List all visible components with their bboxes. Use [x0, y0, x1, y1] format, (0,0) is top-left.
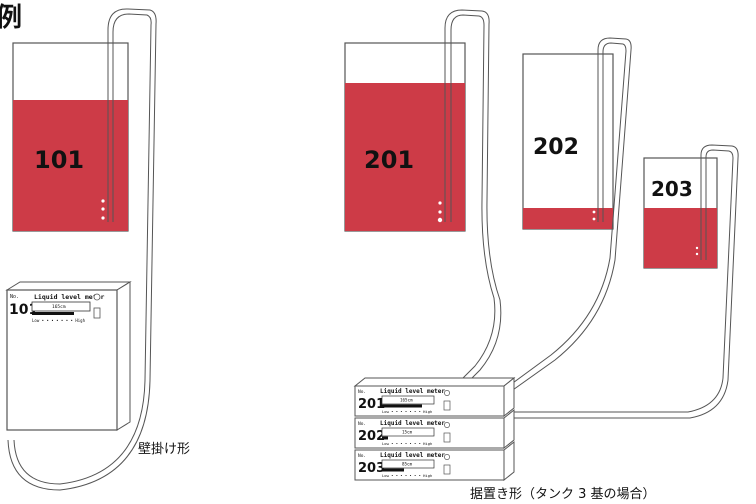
- meter-202-id: 202: [358, 429, 385, 444]
- meter-202-scale: Low • • • • • • • High: [382, 441, 432, 446]
- tank-101-label: 101: [34, 146, 84, 174]
- tank-201: 201: [344, 42, 466, 232]
- tank-202: 202: [522, 53, 614, 230]
- tank-201-label: 201: [364, 146, 414, 174]
- tank-203: 203: [643, 157, 718, 269]
- meter-201-reading: 165cm: [400, 398, 413, 403]
- meter-101-scale: Low • • • • • • • High: [32, 318, 86, 323]
- meter-201-scale: Low • • • • • • • High: [382, 409, 432, 414]
- wall-meter-101: No. Liquid level meter 101 165cm Low • •…: [5, 281, 132, 431]
- meter-203-title: Liquid level meter: [380, 452, 445, 459]
- meter-201-title: Liquid level meter: [380, 388, 445, 395]
- sensor-tube-203: [512, 144, 739, 419]
- meter-201-id: 201: [358, 397, 385, 412]
- meter-101-reading: 165cm: [52, 304, 66, 310]
- meter-203-id: 203: [358, 461, 385, 476]
- meter-101-title: Liquid level meter: [34, 293, 105, 301]
- meter-101-id: 101: [9, 302, 38, 318]
- sensor-tube-101: [7, 8, 157, 491]
- meter-203-reading: 85cm: [402, 462, 413, 467]
- sensor-tube-202: [505, 37, 632, 393]
- meter-202-reading: 15cm: [402, 430, 413, 435]
- tank-202-label: 202: [533, 135, 579, 160]
- meter-203-no: No.: [358, 453, 366, 459]
- meter-203-scale: Low • • • • • • • High: [382, 473, 432, 478]
- caption-wall: 壁掛け形: [138, 442, 190, 457]
- tank-101-liquid: [13, 100, 128, 231]
- tank-203-liquid: [644, 208, 717, 268]
- meter-202-no: No.: [358, 421, 366, 427]
- stand-meter-202: No. Liquid level meter 202 15cm Low • • …: [354, 408, 515, 450]
- meter-201-no: No.: [358, 389, 366, 395]
- caption-stand: 据置き形（タンク 3 基の場合）: [470, 487, 656, 502]
- tank-202-liquid: [523, 208, 613, 229]
- sensor-tube-201: [444, 9, 502, 389]
- stand-meter-201: No. Liquid level meter 201 165cm Low • •…: [353, 376, 516, 418]
- tank-203-label: 203: [651, 177, 693, 201]
- meter-101-no: No.: [10, 294, 19, 300]
- stand-meter-203: No. Liquid level meter 203 85cm Low • • …: [354, 440, 515, 482]
- tank-101: 101: [12, 42, 129, 232]
- header-char: 例: [0, 3, 22, 33]
- meter-202-title: Liquid level meter: [380, 420, 445, 427]
- meter-101-bar: [32, 312, 74, 315]
